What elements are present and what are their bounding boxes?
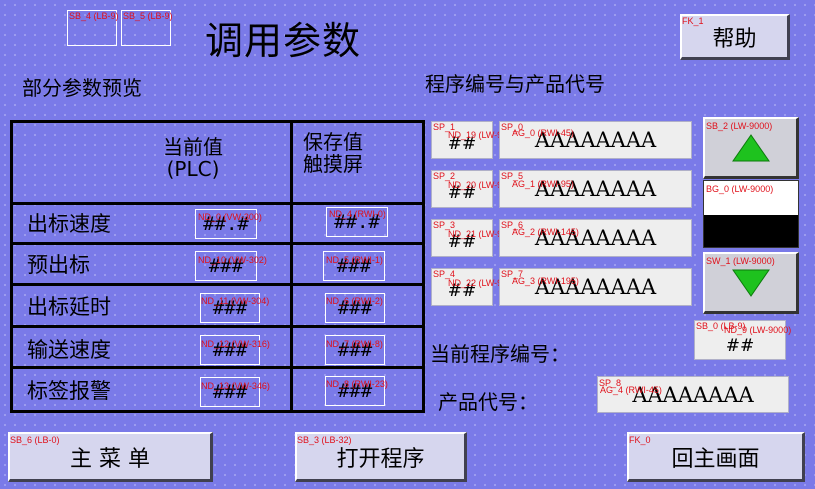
- table-divider: [290, 123, 293, 410]
- open-program-button[interactable]: 打开程序: [295, 432, 467, 482]
- header-saved: 保存值 触摸屏: [303, 130, 363, 176]
- program-heading: 程序编号与产品代号: [425, 72, 605, 96]
- program-number-1[interactable]: ##: [431, 121, 493, 159]
- product-code-label: 产品代号：: [438, 390, 538, 414]
- page-title: 调用参数: [205, 19, 362, 63]
- program-number-4[interactable]: ##: [431, 268, 493, 306]
- current-conveyor-field: ###: [200, 335, 260, 365]
- parameter-table: 当前值 (PLC) 保存值 触摸屏 出标速度 ##.# ND_0 (VW-300…: [10, 120, 425, 413]
- current-alarm-field: ###: [200, 377, 260, 407]
- current-program-value[interactable]: ##: [694, 320, 786, 360]
- saved-delay-field: ###: [325, 293, 385, 323]
- bargraph-fill: [704, 215, 798, 247]
- row-label-delay: 出标延时: [27, 295, 111, 319]
- table-divider: [13, 325, 422, 328]
- scroll-up-button[interactable]: [703, 117, 799, 179]
- open-program-label: 打开程序: [336, 446, 425, 472]
- row-label-speed: 出标速度: [27, 212, 111, 236]
- table-divider: [13, 283, 422, 286]
- scroll-down-button[interactable]: [703, 252, 799, 314]
- product-code-3[interactable]: AAAAAAAA: [499, 219, 692, 257]
- help-button[interactable]: 帮助: [680, 14, 790, 60]
- table-divider: [13, 366, 422, 369]
- saved-alarm-field: ###: [325, 376, 385, 406]
- current-program-number: ##: [725, 336, 755, 356]
- current-delay-field: ###: [200, 293, 260, 323]
- current-program-label: 当前程序编号：: [430, 342, 570, 366]
- main-menu-button[interactable]: 主 菜 单: [8, 432, 213, 482]
- arrow-up-icon: [731, 133, 770, 161]
- table-divider: [13, 242, 422, 245]
- header-current: 当前值 (PLC): [163, 135, 223, 181]
- arrow-down-icon: [731, 269, 770, 297]
- table-divider: [13, 202, 422, 205]
- saved-conveyor-field: ###: [325, 335, 385, 365]
- home-label: 回主画面: [671, 446, 760, 472]
- program-number-3[interactable]: ##: [431, 219, 493, 257]
- saved-speed-field: ##.#: [326, 207, 388, 237]
- product-code-current[interactable]: AAAAAAAA: [597, 376, 789, 413]
- product-code-4[interactable]: AAAAAAAA: [499, 268, 692, 306]
- sb5-placeholder[interactable]: [121, 10, 171, 46]
- row-label-alarm: 标签报警: [27, 379, 111, 403]
- preview-heading: 部分参数预览: [22, 76, 142, 100]
- row-label-pre-label: 预出标: [27, 253, 90, 277]
- home-button[interactable]: 回主画面: [627, 432, 805, 482]
- product-code-1[interactable]: AAAAAAAA: [499, 121, 692, 159]
- current-pre-label-field: ###: [195, 251, 257, 281]
- main-menu-label: 主 菜 单: [70, 446, 150, 472]
- row-label-conveyor: 输送速度: [27, 338, 111, 362]
- help-label: 帮助: [712, 26, 757, 52]
- saved-pre-label-field: ###: [323, 251, 385, 281]
- list-position-bargraph: [703, 180, 799, 248]
- product-code-2[interactable]: AAAAAAAA: [499, 170, 692, 208]
- program-number-2[interactable]: ##: [431, 170, 493, 208]
- sb4-placeholder[interactable]: [67, 10, 117, 46]
- current-speed-field: ##.#: [195, 209, 257, 239]
